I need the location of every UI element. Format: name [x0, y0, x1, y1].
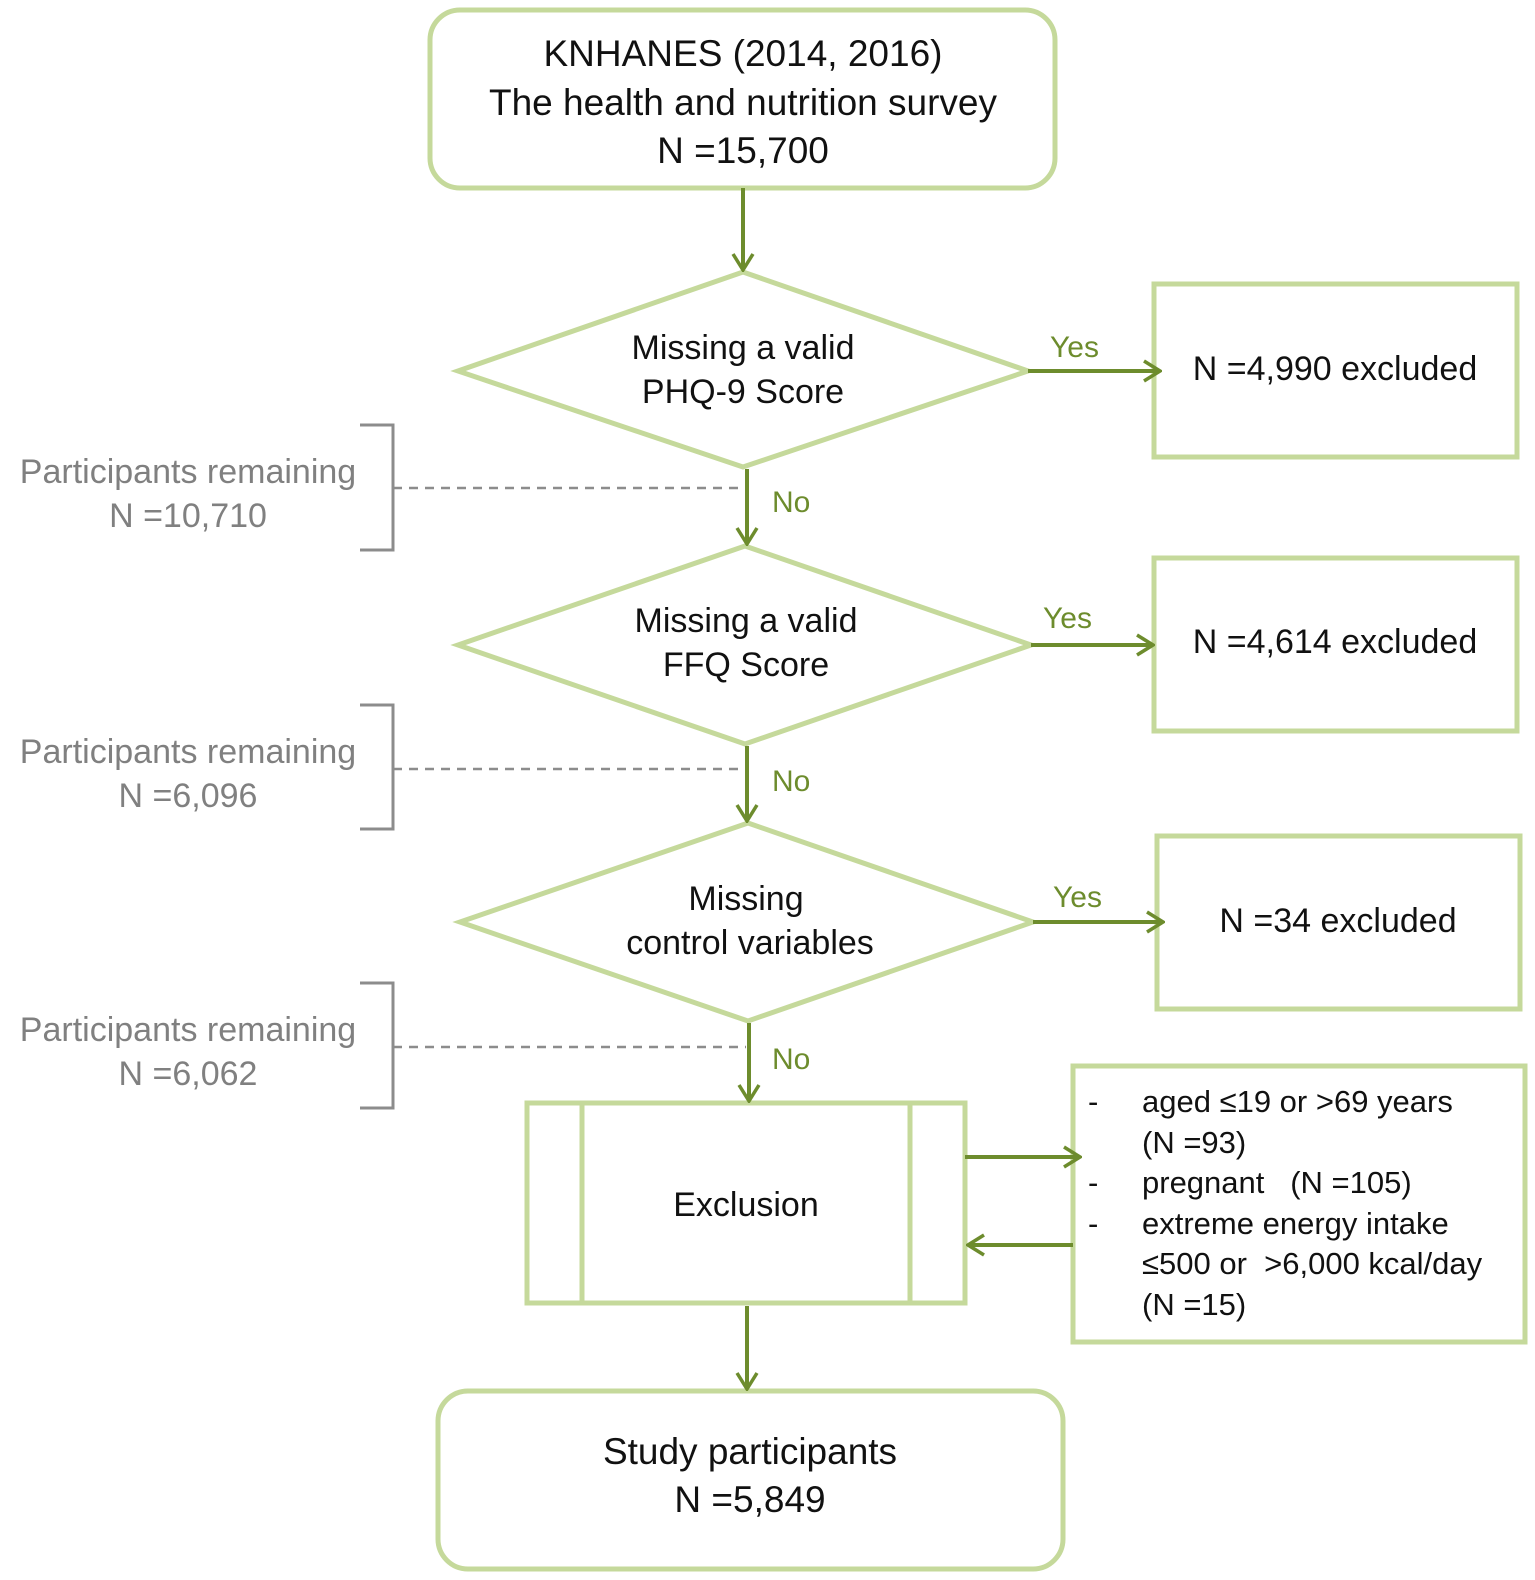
- decision-2-no-label: No: [772, 765, 811, 798]
- criteria-energy-line3: (N =15): [1142, 1286, 1247, 1322]
- decision-2-line1: Missing a valid: [634, 602, 858, 640]
- criteria-age-line1: aged ≤19 or >69 years: [1142, 1084, 1453, 1119]
- remaining-bracket-3: [360, 981, 395, 1110]
- decision-3-diamond: [452, 820, 1041, 1024]
- decision-1-diamond: [450, 269, 1036, 470]
- decision-3-no-label: No: [772, 1043, 811, 1076]
- criteria-bullet: -: [1088, 1165, 1099, 1200]
- decision-3-yes-label: Yes: [1053, 881, 1102, 914]
- remaining-3-label: Participants remaining: [19, 1011, 357, 1049]
- exclusion-criteria-list: - aged ≤19 or >69 years (N =93) - pregna…: [1088, 1082, 1482, 1325]
- criteria-bullet: -: [1088, 1084, 1099, 1119]
- remaining-3-count: N =6,062: [118, 1055, 258, 1093]
- excluded-3-text: N =34 excluded: [1219, 902, 1457, 940]
- exclusion-label: Exclusion: [673, 1186, 819, 1224]
- excluded-box-3: [1154, 833, 1523, 1012]
- excluded-box-1: [1151, 281, 1520, 460]
- remaining-1-count: N =10,710: [109, 497, 267, 535]
- start-title: KNHANES (2014, 2016): [543, 33, 943, 74]
- remaining-2-count: N =6,096: [118, 777, 258, 815]
- remaining-2-label: Participants remaining: [19, 733, 357, 771]
- final-count: N =5,849: [674, 1479, 826, 1520]
- final-box: [435, 1388, 1066, 1572]
- excluded-1-text: N =4,990 excluded: [1192, 350, 1478, 388]
- remaining-bracket-2: [360, 703, 395, 831]
- criteria-bullet: -: [1088, 1205, 1099, 1241]
- criteria-pregnant: - pregnant (N =105): [1088, 1163, 1482, 1204]
- remaining-bracket-1: [360, 423, 395, 552]
- criteria-pregnant-line1: pregnant (N =105): [1142, 1165, 1412, 1200]
- decision-2-line2: FFQ Score: [662, 646, 830, 684]
- final-title: Study participants: [602, 1431, 898, 1472]
- criteria-age-line2: (N =93): [1142, 1124, 1247, 1160]
- decision-1-line1: Missing a valid: [631, 329, 855, 367]
- decision-3-line2: control variables: [626, 924, 874, 962]
- remaining-1-label: Participants remaining: [19, 453, 357, 491]
- start-subtitle: The health and nutrition survey: [488, 82, 998, 123]
- decision-1-yes-label: Yes: [1050, 331, 1099, 364]
- decision-3-line1: Missing: [688, 880, 804, 918]
- start-count: N =15,700: [657, 130, 829, 171]
- exclusion-criteria-box: [1070, 1063, 1528, 1345]
- criteria-energy-line2: ≤500 or >6,000 kcal/day: [1142, 1246, 1483, 1281]
- criteria-energy: - extreme energy intake ≤500 or >6,000 k…: [1088, 1204, 1482, 1326]
- decision-1-line2: PHQ-9 Score: [641, 373, 845, 411]
- decision-1-no-label: No: [772, 486, 811, 519]
- exclusion-process-box: [524, 1100, 968, 1306]
- decision-2-yes-label: Yes: [1043, 602, 1092, 635]
- decision-2-diamond: [450, 543, 1039, 747]
- criteria-age: - aged ≤19 or >69 years (N =93): [1088, 1082, 1482, 1163]
- criteria-energy-line1: extreme energy intake: [1142, 1205, 1449, 1241]
- excluded-2-text: N =4,614 excluded: [1192, 623, 1478, 661]
